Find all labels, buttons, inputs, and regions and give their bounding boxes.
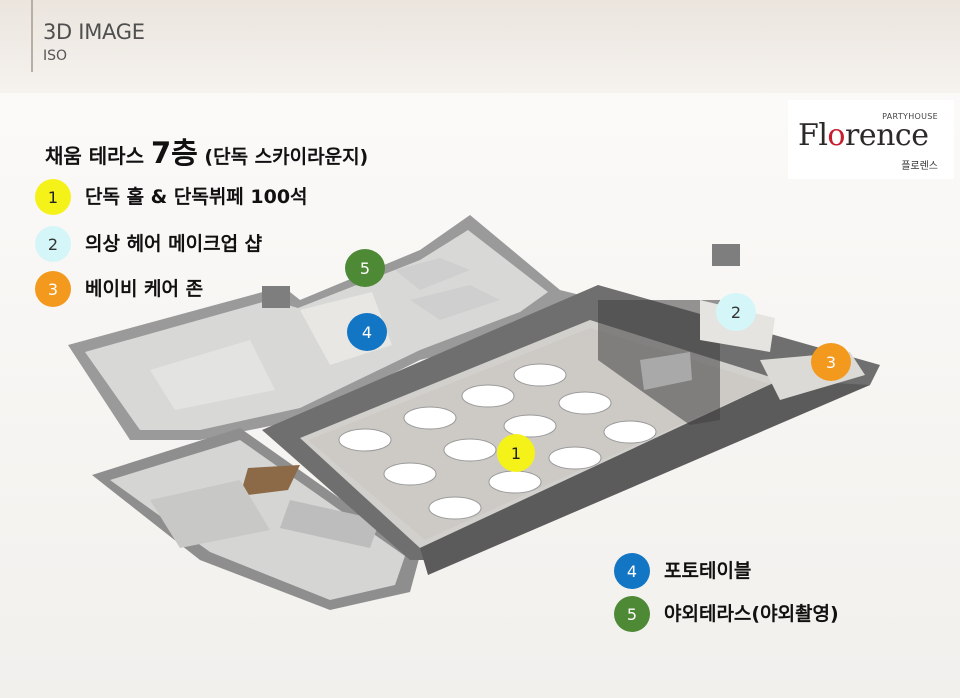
logo-wordmark-start: Fl [798,118,828,153]
heart-icon: o [827,118,845,153]
header-accent-bar [31,0,33,72]
round-table [548,446,602,470]
map-marker-5: 5 [345,249,385,287]
round-table [428,496,482,520]
round-table [513,363,567,387]
legend-badge-4: 4 [614,553,650,589]
map-marker-2: 2 [716,293,756,331]
floor-number: 7층 [150,136,198,170]
page-title: 3D IMAGE [43,20,145,44]
kitchen-room [150,480,270,548]
legend-badge-3: 3 [35,271,71,307]
round-table [443,438,497,462]
round-table [488,470,542,494]
logo-wordmark: Florence [798,118,929,153]
chimney-block [712,244,740,266]
round-tables [338,363,657,520]
logo-wordmark-end: rence [844,118,929,153]
brand-logo: PARTYHOUSE Florence 플로렌스 [788,100,954,179]
room-floor [150,340,275,410]
legend-label-1: 단독 홀 & 단독뷔페 100석 [85,186,308,208]
floor-title-suffix: (단독 스카이라운지) [197,146,369,168]
logo-tagline: PARTYHOUSE [882,112,938,121]
floor-title: 채움 테라스 7층 (단독 스카이라운지) [45,130,368,172]
header-band: 3D IMAGE ISO [0,0,960,93]
round-table [461,384,515,408]
legend-label-2: 의상 헤어 메이크업 샵 [85,233,263,255]
kitchen-counter [280,500,380,548]
round-table [603,420,657,444]
round-table [383,462,437,486]
logo-korean-name: 플로렌스 [901,161,938,172]
map-marker-1: 1 [497,434,535,472]
page-subtitle: ISO [43,48,68,64]
legend-badge-1: 1 [35,179,71,215]
legend-label-3: 베이비 케어 존 [85,278,204,300]
map-marker-4: 4 [347,313,387,351]
room-floor [395,258,470,290]
floor-plan-illustration [68,215,880,610]
room-floor [410,285,500,320]
floor-title-prefix: 채움 테라스 [45,144,151,168]
wood-counter [240,465,300,496]
legend-badge-2: 2 [35,226,71,262]
round-table [403,406,457,430]
map-marker-3: 3 [811,343,851,381]
legend-label-5: 야외테라스(야외촬영) [664,603,839,625]
chimney-block [262,286,290,308]
legend-label-4: 포토테이블 [664,560,752,582]
hall-front-wall [420,380,870,575]
buffet-counter [640,352,692,390]
round-table [338,428,392,452]
legend-badge-5: 5 [614,596,650,632]
round-table [503,414,557,438]
round-table [558,391,612,415]
